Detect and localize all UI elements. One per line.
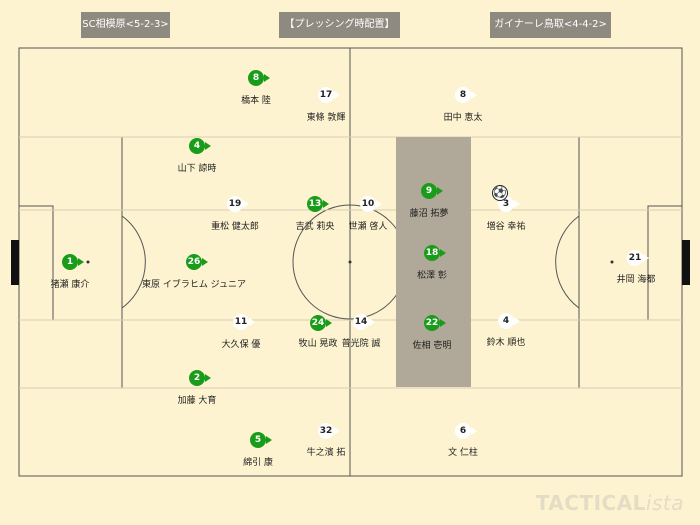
home-player-name: 加藤 大育 xyxy=(177,396,217,406)
away-player-name: 井岡 海都 xyxy=(616,275,656,285)
logo: TACTICALista xyxy=(535,491,684,515)
diagram-title: 【プレッシング時配置】 xyxy=(279,12,400,38)
home-player-marker: 26 xyxy=(186,254,208,270)
away-player-name: 鈴木 順也 xyxy=(486,338,526,348)
home-player-name: 藤沼 拓夢 xyxy=(409,209,449,219)
home-player-name: 松澤 彰 xyxy=(417,271,447,281)
soccer-ball-icon: ⚽ xyxy=(492,185,508,201)
away-player-name: 大久保 優 xyxy=(221,340,261,350)
right-goal xyxy=(682,240,690,285)
home-player-name: 山下 諒時 xyxy=(177,164,217,174)
home-player-name: 猪瀬 康介 xyxy=(50,280,90,290)
away-player-marker: 32 xyxy=(318,423,340,439)
home-player-name: 佐相 壱明 xyxy=(412,341,452,351)
away-player-marker: 17 xyxy=(318,87,340,103)
home-player-name: 牧山 晃政 xyxy=(298,339,338,349)
away-player-marker: 8 xyxy=(455,87,477,103)
away-player-marker: 6 xyxy=(455,423,477,439)
away-player-marker: 19 xyxy=(227,196,249,212)
away-player-name: 田中 恵太 xyxy=(443,113,483,123)
away-player-name: 牛之濱 拓 xyxy=(306,448,346,458)
away-team-label: ガイナーレ鳥取<4-4-2> xyxy=(490,12,611,38)
away-player-marker: 21 xyxy=(627,250,649,266)
home-team-label: SC相模原<5-2-3> xyxy=(81,12,170,38)
home-player-name: 吉武 莉央 xyxy=(295,222,335,232)
away-player-name: 増谷 幸祐 xyxy=(486,222,526,232)
away-player-name: 文 仁柱 xyxy=(448,448,478,458)
home-player-marker: 5 xyxy=(250,432,272,448)
home-player-marker: 4 xyxy=(189,138,211,154)
home-player-name: 橋本 陸 xyxy=(241,96,271,106)
home-player-marker: 9 xyxy=(421,183,443,199)
home-player-name: 綿引 康 xyxy=(243,458,273,468)
away-player-name: 重松 健太郎 xyxy=(211,222,259,232)
home-player-marker: 22 xyxy=(424,315,446,331)
home-player-marker: 8 xyxy=(248,70,270,86)
away-player-marker: 11 xyxy=(233,314,255,330)
away-player-name: 普光院 誠 xyxy=(341,339,381,349)
home-player-marker: 1 xyxy=(62,254,84,270)
away-player-name: 世瀬 啓人 xyxy=(348,222,388,232)
away-player-name: 東條 敦輝 xyxy=(306,113,346,123)
left-goal xyxy=(11,240,19,285)
home-player-marker: 24 xyxy=(310,315,332,331)
home-player-marker: 18 xyxy=(424,245,446,261)
home-player-marker: 13 xyxy=(307,196,329,212)
away-player-marker: 14 xyxy=(353,314,375,330)
away-player-marker: 10 xyxy=(360,196,382,212)
pressing-zone xyxy=(396,137,471,387)
home-player-name: 東原 イブラヒム ジュニア xyxy=(141,280,247,290)
away-player-marker: 4 xyxy=(498,313,520,329)
home-player-marker: 2 xyxy=(189,370,211,386)
